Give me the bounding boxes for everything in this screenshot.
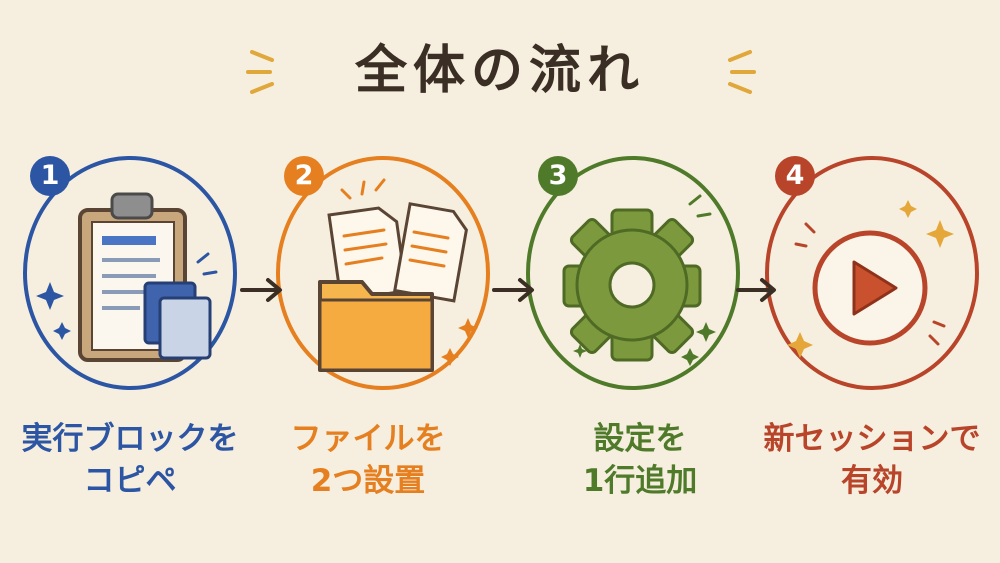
arrow-2-3-icon bbox=[492, 278, 534, 302]
step-3-caption-line-2: 1行追加 bbox=[582, 463, 698, 499]
step-3-number-badge: 3 bbox=[538, 156, 578, 196]
arrow-1-2-icon bbox=[240, 278, 282, 302]
page-title: 全体の流れ bbox=[354, 41, 645, 101]
folder-files-icon bbox=[318, 178, 478, 372]
gear-icon bbox=[562, 194, 716, 366]
clipboard-copy-icon bbox=[36, 192, 218, 362]
arrow-3-4-icon bbox=[736, 278, 776, 302]
step-1-caption-line-2: コピペ bbox=[83, 463, 177, 499]
step-2-ring bbox=[276, 156, 490, 390]
step-2-caption-line-2: 2つ設置 bbox=[310, 463, 426, 499]
step-4-ring bbox=[765, 156, 979, 390]
step-4-number-badge: 4 bbox=[775, 156, 815, 196]
play-button-icon bbox=[787, 200, 954, 358]
title-spark-right bbox=[728, 50, 756, 94]
step-1-caption-line-1: 実行ブロックを bbox=[21, 421, 239, 457]
step-4-caption-line-1: 新セッションで bbox=[763, 421, 981, 457]
step-4-caption: 新セッションで 有効 bbox=[752, 418, 992, 502]
step-4-caption-line-2: 有効 bbox=[841, 463, 903, 499]
step-2-caption-line-1: ファイルを bbox=[290, 421, 446, 457]
step-1-ring bbox=[23, 156, 237, 390]
step-2-caption: ファイルを 2つ設置 bbox=[248, 418, 488, 502]
step-3-ring bbox=[526, 156, 740, 390]
step-1-number-badge: 1 bbox=[30, 156, 70, 196]
title-spark-left bbox=[246, 50, 274, 94]
step-3-caption: 設定を 1行追加 bbox=[520, 418, 760, 502]
step-2-number-badge: 2 bbox=[284, 156, 324, 196]
step-1-caption: 実行ブロックを コピペ bbox=[10, 418, 250, 502]
step-3-caption-line-1: 設定を bbox=[593, 421, 687, 457]
